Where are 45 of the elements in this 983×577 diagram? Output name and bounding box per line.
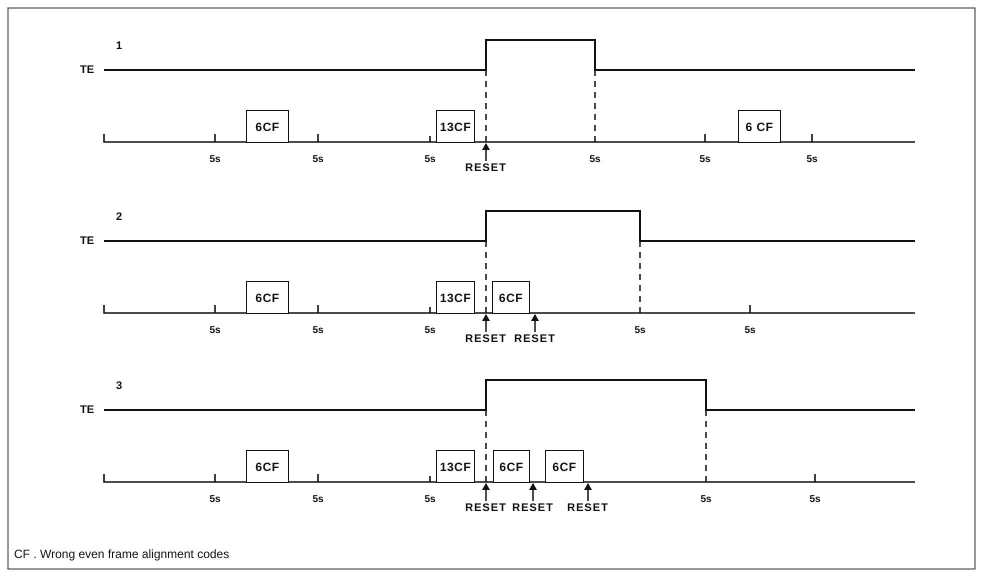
time-label: 5s bbox=[634, 325, 646, 337]
reset-label: RESET bbox=[465, 162, 507, 174]
signal-name: TE bbox=[80, 235, 94, 247]
panel-number: 2 bbox=[116, 211, 122, 223]
signal-name: TE bbox=[80, 64, 94, 76]
time-label: 5s bbox=[424, 325, 436, 337]
panel-number: 3 bbox=[116, 380, 122, 392]
code-box: 6CF bbox=[492, 281, 530, 314]
arrow bbox=[482, 483, 490, 501]
code-box: 13CF bbox=[436, 281, 475, 314]
time-label: 5s bbox=[209, 325, 221, 337]
time-label: 5s bbox=[809, 494, 821, 506]
arrow bbox=[584, 483, 592, 501]
time-label: 5s bbox=[209, 154, 221, 166]
arrow bbox=[482, 314, 490, 332]
time-label: 5s bbox=[424, 154, 436, 166]
reset-label: RESET bbox=[465, 502, 507, 514]
code-box: 6 CF bbox=[738, 110, 781, 143]
reset-label: RESET bbox=[512, 502, 554, 514]
code-box: 13CF bbox=[436, 450, 475, 483]
time-label: 5s bbox=[699, 154, 711, 166]
time-label: 5s bbox=[806, 154, 818, 166]
time-label: 5s bbox=[700, 494, 712, 506]
time-label: 5s bbox=[312, 154, 324, 166]
arrow bbox=[482, 143, 490, 161]
time-label: 5s bbox=[589, 154, 601, 166]
time-label: 5s bbox=[744, 325, 756, 337]
code-box: 6CF bbox=[246, 450, 289, 483]
reset-label: RESET bbox=[465, 333, 507, 345]
panel-number: 1 bbox=[116, 40, 122, 52]
code-box: 6CF bbox=[246, 110, 289, 143]
code-box: 13CF bbox=[436, 110, 475, 143]
reset-label: RESET bbox=[514, 333, 556, 345]
caption: CF . Wrong even frame alignment codes bbox=[14, 548, 230, 560]
time-label: 5s bbox=[424, 494, 436, 506]
code-box: 6CF bbox=[545, 450, 584, 483]
arrow bbox=[531, 314, 539, 332]
time-label: 5s bbox=[312, 325, 324, 337]
time-label: 5s bbox=[312, 494, 324, 506]
time-label: 5s bbox=[209, 494, 221, 506]
reset-label: RESET bbox=[567, 502, 609, 514]
code-box: 6CF bbox=[493, 450, 530, 483]
signal-name: TE bbox=[80, 404, 94, 416]
arrow bbox=[529, 483, 537, 501]
code-box: 6CF bbox=[246, 281, 289, 314]
